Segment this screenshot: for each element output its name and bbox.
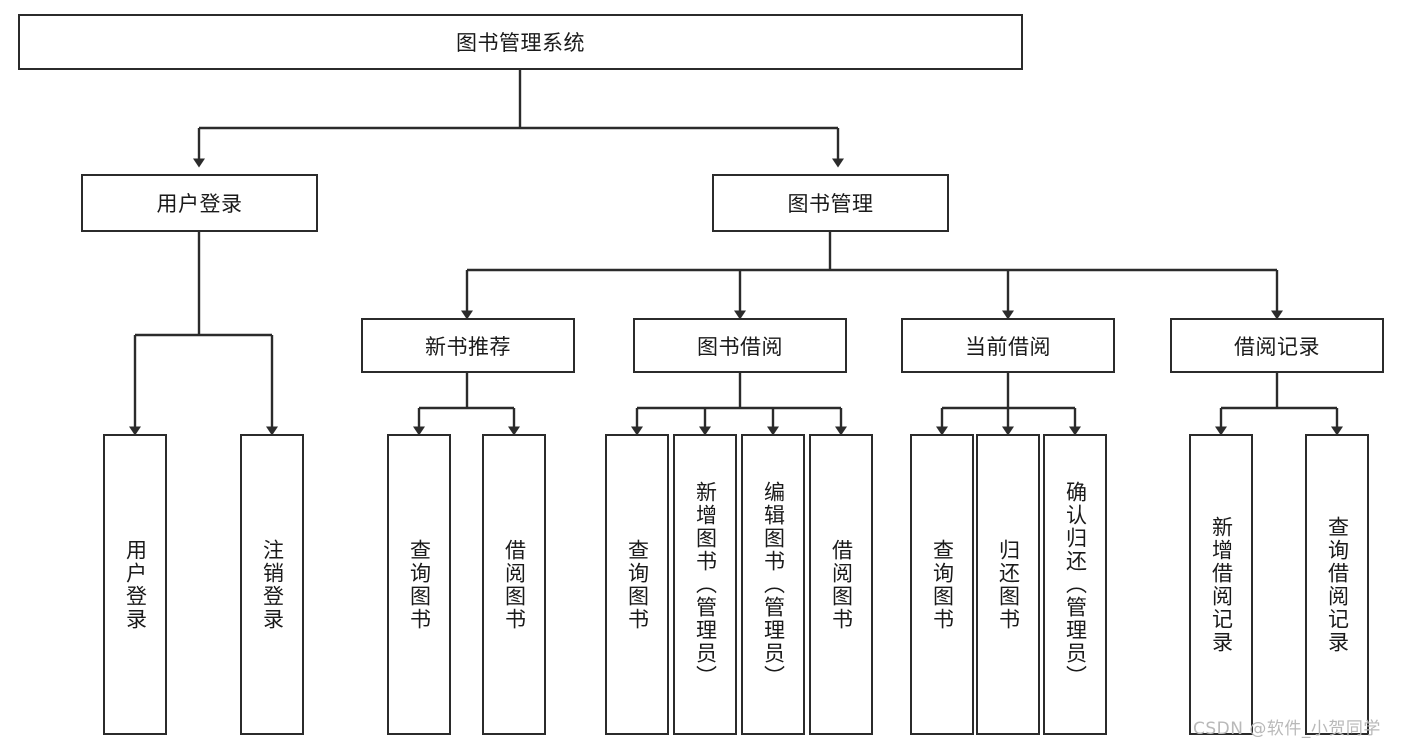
node-book-borrow[interactable]: 图书借阅 — [633, 318, 847, 373]
node-leaf-query-record-label: 查询借阅记录 — [1325, 515, 1350, 654]
node-leaf-query-book-2[interactable]: 查询图书 — [605, 434, 669, 735]
node-leaf-query-book-1-label: 查询图书 — [407, 538, 432, 631]
node-book-borrow-label: 图书借阅 — [697, 334, 783, 359]
node-leaf-confirm-return[interactable]: 确认归还（管理员） — [1043, 434, 1107, 735]
node-leaf-query-book-1[interactable]: 查询图书 — [387, 434, 451, 735]
node-leaf-logout-label: 注销登录 — [260, 538, 285, 631]
node-current-borrow-label: 当前借阅 — [965, 334, 1051, 359]
node-leaf-edit-book-label: 编辑图书（管理员） — [761, 481, 786, 688]
node-new-book-recommend[interactable]: 新书推荐 — [361, 318, 575, 373]
node-leaf-add-record[interactable]: 新增借阅记录 — [1189, 434, 1253, 735]
node-borrow-record[interactable]: 借阅记录 — [1170, 318, 1384, 373]
node-leaf-borrow-book-1[interactable]: 借阅图书 — [482, 434, 546, 735]
node-leaf-borrow-book-1-label: 借阅图书 — [502, 538, 527, 631]
node-borrow-record-label: 借阅记录 — [1234, 334, 1320, 359]
node-user-login-label: 用户登录 — [156, 192, 243, 216]
node-leaf-query-book-2-label: 查询图书 — [625, 538, 650, 631]
node-leaf-return-book-label: 归还图书 — [996, 538, 1021, 631]
node-leaf-edit-book[interactable]: 编辑图书（管理员） — [741, 434, 805, 735]
node-leaf-query-record[interactable]: 查询借阅记录 — [1305, 434, 1369, 735]
node-user-login[interactable]: 用户登录 — [81, 174, 318, 232]
node-leaf-borrow-book-2[interactable]: 借阅图书 — [809, 434, 873, 735]
node-leaf-borrow-book-2-label: 借阅图书 — [829, 538, 854, 631]
node-leaf-add-record-label: 新增借阅记录 — [1209, 515, 1234, 654]
node-book-manage[interactable]: 图书管理 — [712, 174, 949, 232]
node-leaf-confirm-return-label: 确认归还（管理员） — [1063, 481, 1088, 688]
node-new-book-recommend-label: 新书推荐 — [425, 334, 511, 359]
node-book-manage-label: 图书管理 — [787, 192, 874, 216]
node-root[interactable]: 图书管理系统 — [18, 14, 1023, 70]
node-leaf-user-login[interactable]: 用户登录 — [103, 434, 167, 735]
node-leaf-add-book[interactable]: 新增图书（管理员） — [673, 434, 737, 735]
node-leaf-return-book[interactable]: 归还图书 — [976, 434, 1040, 735]
node-leaf-user-login-label: 用户登录 — [123, 538, 148, 631]
node-leaf-add-book-label: 新增图书（管理员） — [693, 481, 718, 688]
node-root-label: 图书管理系统 — [456, 31, 585, 55]
node-current-borrow[interactable]: 当前借阅 — [901, 318, 1115, 373]
watermark-text: CSDN @软件_小贺同学 — [1193, 719, 1381, 739]
node-leaf-query-book-3[interactable]: 查询图书 — [910, 434, 974, 735]
node-leaf-query-book-3-label: 查询图书 — [930, 538, 955, 631]
node-leaf-logout[interactable]: 注销登录 — [240, 434, 304, 735]
